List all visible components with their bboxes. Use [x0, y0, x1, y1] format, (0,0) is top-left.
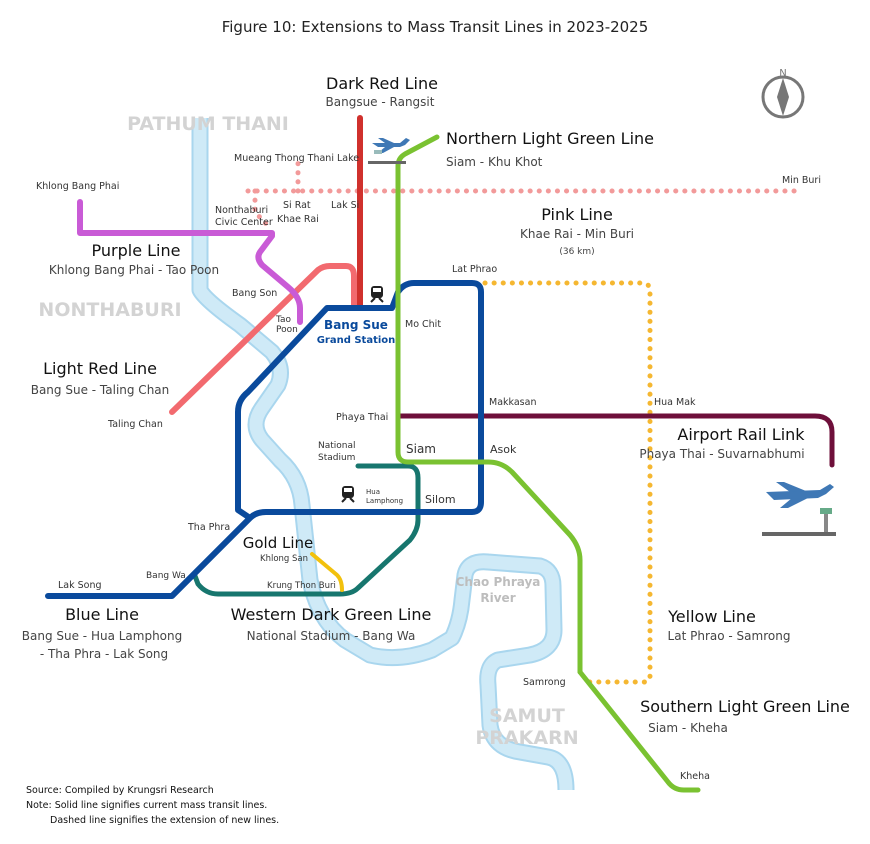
station-mueang-thong-thani: Mueang Thong Thani Lake — [234, 153, 359, 164]
station-national-stadium-1: National — [318, 441, 356, 451]
pink-line-length: (36 km) — [559, 247, 594, 257]
station-hua-mak: Hua Mak — [654, 397, 696, 408]
blue-line-route-label-2: - Tha Phra - Lak Song — [40, 647, 168, 661]
river-fill — [193, 118, 573, 791]
river-label-2: River — [480, 591, 515, 605]
region-samut-prakarn-2: PRAKARN — [475, 727, 578, 749]
station-makkasan: Makkasan — [489, 397, 536, 408]
footnote-note-1: Note: Solid line signifies current mass … — [26, 800, 268, 811]
station-nonthaburi-2: Civic Center — [215, 217, 273, 228]
station-hua-lamphong-1: Hua — [366, 488, 380, 496]
station-bang-wa: Bang Wa — [146, 571, 186, 581]
gold-line-route — [310, 552, 344, 592]
station-siam: Siam — [406, 442, 436, 456]
station-bang-son: Bang Son — [232, 288, 277, 299]
yellow-line-route — [482, 280, 653, 685]
western-dark-green-line-route — [192, 463, 421, 597]
train-icon-hua-lamphong — [341, 486, 355, 503]
purple-line-route — [77, 199, 303, 325]
footnote-source: Source: Compiled by Krungsri Research — [26, 785, 214, 796]
station-bang-sue-1: Bang Sue — [324, 318, 388, 332]
light-red-line-route — [169, 263, 357, 415]
footnotes: Source: Compiled by Krungsri Research No… — [26, 783, 279, 828]
airport-rail-link-route — [395, 413, 835, 468]
station-tao-poon-2: Poon — [276, 325, 298, 335]
pink-line-route — [245, 160, 798, 231]
western-dark-green-line-name: Western Dark Green Line — [231, 605, 432, 624]
station-khae-rai: Khae Rai — [277, 214, 319, 225]
station-national-stadium-2: Stadium — [318, 453, 355, 463]
region-nonthaburi: NONTHABURI — [38, 299, 181, 321]
station-tha-phra: Tha Phra — [187, 522, 230, 533]
southern-light-green-line-route — [577, 669, 701, 793]
compass-icon: N — [761, 68, 805, 119]
station-krung-thon-buri: Krung Thon Buri — [267, 581, 336, 591]
southern-light-green-line-name: Southern Light Green Line — [640, 697, 850, 716]
station-taling-chan: Taling Chan — [107, 419, 163, 430]
station-tao-poon-1: Tao — [275, 315, 292, 325]
yellow-line-name: Yellow Line — [667, 607, 756, 626]
station-khlong-bang-phai: Khlong Bang Phai — [36, 181, 119, 192]
station-asok: Asok — [490, 443, 517, 456]
purple-line-name: Purple Line — [92, 241, 181, 260]
station-si-rat: Si Rat — [283, 200, 311, 211]
yellow-line-route-label: Lat Phrao - Samrong — [668, 629, 791, 643]
station-hua-lamphong-2: Lamphong — [366, 497, 403, 505]
northern-light-green-line-route-label: Siam - Khu Khot — [446, 155, 543, 169]
pink-line-name: Pink Line — [541, 205, 613, 224]
station-mo-chit: Mo Chit — [405, 319, 441, 330]
gold-line-name: Gold Line — [243, 534, 314, 552]
blue-line-route-label-1: Bang Sue - Hua Lamphong — [22, 629, 183, 643]
blue-line-name: Blue Line — [65, 605, 139, 624]
pink-line-route-label: Khae Rai - Min Buri — [520, 227, 634, 241]
airplane-icon-airport — [762, 482, 836, 536]
station-lak-song: Lak Song — [58, 580, 102, 591]
airport-rail-link-route-label: Phaya Thai - Suvarnabhumi — [639, 447, 804, 461]
region-pathum-thani: PATHUM THANI — [127, 113, 289, 135]
compass-label: N — [779, 68, 786, 79]
light-red-line-name: Light Red Line — [43, 359, 157, 378]
train-icon-bang-sue — [370, 286, 384, 303]
footnote-note-2: Dashed line signifies the extension of n… — [50, 815, 280, 826]
northern-light-green-line-name: Northern Light Green Line — [446, 129, 654, 148]
station-min-buri: Min Buri — [782, 175, 821, 186]
chao-phraya-river — [191, 118, 575, 791]
station-silom: Silom — [425, 493, 456, 506]
airplane-icon-north — [368, 138, 410, 164]
dark-red-line-route-label: Bangsue - Rangsit — [326, 95, 435, 109]
region-samut-prakarn-1: SAMUT — [489, 705, 565, 727]
airport-rail-link-name: Airport Rail Link — [677, 425, 805, 444]
station-phaya-thai: Phaya Thai — [336, 412, 388, 423]
station-nonthaburi-1: Nonthaburi — [215, 205, 268, 216]
pink-line-branch — [252, 188, 273, 231]
station-lat-phrao: Lat Phrao — [452, 264, 497, 275]
station-kheha: Kheha — [680, 771, 710, 782]
western-dark-green-line-route-label: National Stadium - Bang Wa — [247, 629, 416, 643]
purple-line-route-label: Khlong Bang Phai - Tao Poon — [49, 263, 219, 277]
station-samrong: Samrong — [523, 677, 566, 688]
southern-light-green-line-route-label: Siam - Kheha — [648, 721, 728, 735]
station-bang-sue-2: Grand Station — [317, 335, 396, 346]
blue-line-route — [45, 280, 484, 599]
river-label-1: Chao Phraya — [456, 575, 541, 589]
station-lak-si: Lak Si — [331, 200, 359, 211]
station-khlong-san: Khlong San — [260, 554, 308, 564]
dark-red-line-name: Dark Red Line — [326, 74, 438, 93]
light-red-line-route-label: Bang Sue - Taling Chan — [31, 383, 170, 397]
figure-title: Figure 10: Extensions to Mass Transit Li… — [221, 18, 649, 36]
